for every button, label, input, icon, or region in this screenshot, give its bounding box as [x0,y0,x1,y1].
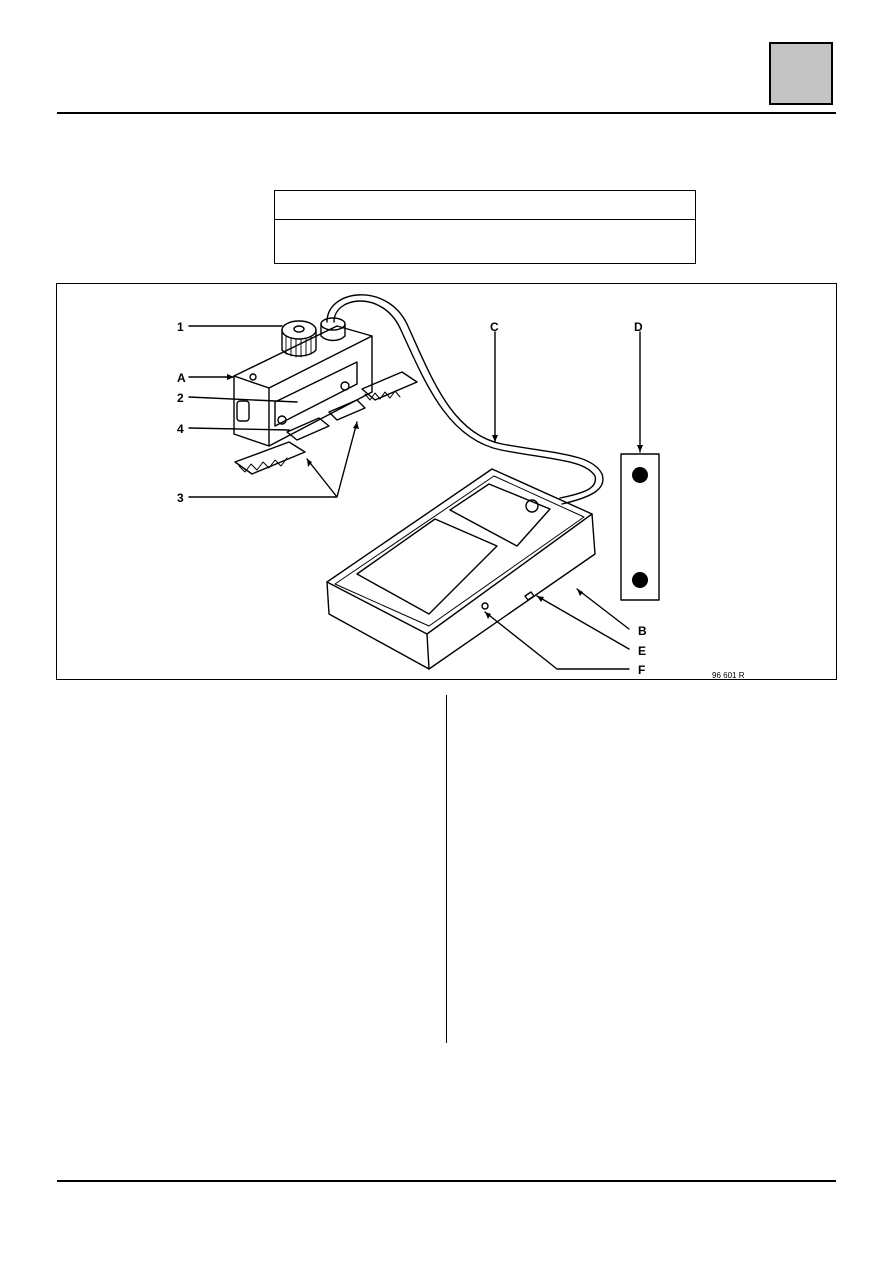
knob-center [293,325,305,333]
title-table-divider [275,219,695,220]
knob-side [281,329,317,357]
arrow-3a [307,459,312,467]
corner-tab-box [769,42,833,105]
pad-screw-right [340,381,350,391]
label-c: C [490,320,499,334]
cable-inner [333,300,597,499]
meter-upper-window [449,483,551,547]
title-table [274,190,696,264]
probe-screw [249,373,257,381]
arrow-b [577,589,583,596]
header-rule [57,112,836,114]
probe-housing [233,325,373,447]
meter-top-bevel [334,475,585,627]
connector-side [320,323,346,342]
arrow-d [637,445,643,452]
socket-f [481,602,489,610]
leader-f [484,611,630,670]
label-e: E [638,644,646,658]
switch-e [524,591,535,601]
leader-b [576,588,630,630]
figure-frame: 1 A 2 4 3 C D B E F 96 601 R [56,283,837,680]
meter-indicator [525,499,539,513]
sensor-pad-right [328,399,366,421]
label-4: 4 [177,422,184,436]
label-2: 2 [177,391,184,405]
leader-4 [188,427,290,431]
cable-outer [326,294,604,505]
leader-e [536,595,630,650]
pad-screw-left [277,415,287,425]
calibration-dot-lower [632,572,648,588]
device-illustration: 1 A 2 4 3 C D B E F 96 601 R [177,294,745,680]
label-3: 3 [177,491,184,505]
arrow-e [537,596,544,602]
rear-foot-teeth [364,390,401,401]
column-divider [446,695,447,1043]
calibration-strip [620,453,660,601]
label-b: B [638,624,647,638]
front-foot [234,441,306,475]
label-1: 1 [177,320,184,334]
arrow-3b [353,422,359,429]
knob-knurling [285,335,312,358]
footer-rule [57,1180,836,1182]
calibration-dot-upper [632,467,648,483]
meter-display-window [356,518,498,615]
meter-top-face [326,468,593,635]
arrow-c [492,435,498,442]
leader-3 [188,421,358,498]
figure-reference: 96 601 R [712,671,745,680]
label-d: D [634,320,643,334]
label-a: A [177,371,186,385]
meter-front-edge [426,633,430,670]
leader-2 [188,396,298,403]
arrow-a [227,374,234,380]
front-foot-teeth [238,457,288,473]
sensor-pad-left [286,417,330,441]
rear-foot [361,371,418,401]
probe-window [274,361,358,427]
label-f: F [638,663,645,677]
probe-side-slot [236,400,250,422]
arrow-f [485,612,491,619]
